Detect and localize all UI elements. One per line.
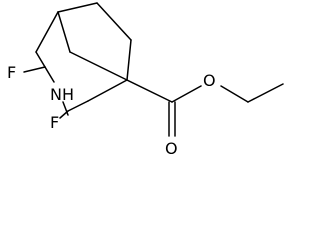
carbonyl-oxygen-label: O: [165, 139, 178, 158]
bond-bridgehead-to-left-ch2: [35, 11, 59, 53]
bonds: [23, 2, 284, 137]
fluorine-label-2: F: [50, 113, 59, 132]
bond-carbonyl-to-ester-oxygen: [171, 85, 202, 103]
ester-oxygen-label: O: [203, 71, 216, 90]
bond-bridgehead-to-bridge: [57, 11, 71, 53]
bond-ethyl: [247, 83, 284, 103]
bond-quaternary-to-carbonyl: [126, 79, 173, 103]
amine-label: NH: [50, 85, 74, 104]
bond-bridge-to-quaternary: [69, 51, 128, 81]
bond-lower-ch2-to-quaternary: [87, 79, 128, 102]
bond-left-ch2-to-cf: [35, 51, 46, 68]
bond-ester-oxygen-to-ch2: [220, 85, 249, 103]
chemical-structure: F NH F O O: [7, 2, 284, 158]
atom-labels: F NH F O O: [7, 63, 216, 158]
bond-top-right-ring: [96, 2, 132, 41]
bond-cf-to-fluorine-1: [23, 66, 46, 73]
bond-nh-to-lower-cf: [62, 101, 69, 116]
bond-cf-to-nh: [44, 66, 55, 83]
bond-cf-to-fluorine-2: [59, 110, 69, 119]
bond-lower-cf-to-ch2: [67, 100, 89, 112]
fluorine-label-1: F: [7, 63, 16, 82]
bond-bridgehead-top-right: [57, 2, 98, 13]
bond-ring-to-quaternary: [126, 39, 132, 81]
